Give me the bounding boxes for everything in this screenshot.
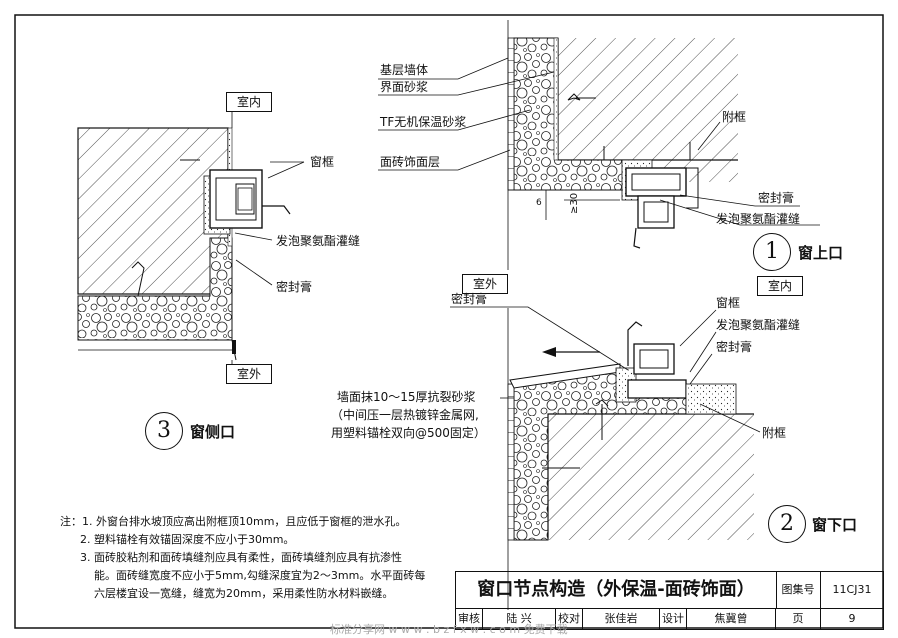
- detail-caption-3: 窗侧口: [190, 423, 236, 441]
- dim-30: ≥30: [569, 192, 580, 214]
- detail-number-3: 3: [145, 412, 183, 450]
- review-label: 审核: [456, 609, 483, 629]
- label-sub-frame-2: 附框: [762, 426, 787, 440]
- designer-name: 焦冀曾: [687, 609, 776, 629]
- label-window-frame-1: 窗框: [310, 155, 335, 169]
- detail-2-window-bottom: [450, 306, 761, 610]
- label-interface-mortar: 界面砂浆: [380, 80, 429, 94]
- indoor-label-right: 室内: [757, 276, 803, 296]
- label-window-frame-2: 窗框: [716, 296, 741, 310]
- label-sealant-4: 密封膏: [716, 340, 753, 354]
- note-line: 3. 面砖胶粘剂和面砖填缝剂应具有柔性，面砖填缝剂应具有抗渗性: [80, 551, 402, 564]
- check-label: 校对: [556, 609, 583, 629]
- label-sealant-1: 密封膏: [276, 280, 313, 294]
- checker-name: 张佳岩: [583, 609, 660, 629]
- label-base-wall: 基层墙体: [380, 63, 429, 77]
- drawing-title: 窗口节点构造（外保温-面砖饰面）: [456, 572, 777, 609]
- mortar-note-line-3: 用塑料锚栓双向@500固定）: [331, 426, 486, 440]
- note-line: 2. 塑料锚栓有效锚固深度不应小于30mm。: [80, 533, 295, 546]
- label-sub-frame-1: 附框: [722, 110, 747, 124]
- label-pu-foam-1: 发泡聚氨酯灌缝: [276, 234, 361, 248]
- indoor-label-left: 室内: [226, 92, 272, 112]
- label-pu-foam-2: 发泡聚氨酯灌缝: [716, 212, 801, 226]
- detail-caption-2: 窗下口: [812, 516, 858, 534]
- page-label: 页: [776, 609, 821, 629]
- reviewer-name: 陆 兴: [483, 609, 556, 629]
- detail-number-1: 1: [753, 233, 791, 271]
- note-line: 注：1. 外窗台排水坡顶应高出附框顶10mm，且应低于窗框的泄水孔。: [60, 515, 407, 528]
- mortar-note-line-1: 墙面抹10～15厚抗裂砂浆: [337, 390, 476, 404]
- page-number: 9: [848, 612, 856, 625]
- detail-3-window-side: [77, 112, 305, 374]
- detail-1-window-top: [378, 20, 820, 270]
- label-tf-mortar: TF无机保温砂浆: [380, 115, 467, 129]
- design-label: 设计: [660, 609, 687, 629]
- label-sealant-2: 密封膏: [758, 191, 795, 205]
- atlas-number: 11CJ31: [821, 572, 883, 609]
- mortar-note-line-2: （中间压一层热镀锌金属网,: [331, 408, 479, 422]
- outdoor-label-left: 室外: [226, 364, 272, 384]
- label-tile-layer: 面砖饰面层: [380, 155, 441, 169]
- label-pu-foam-3: 发泡聚氨酯灌缝: [716, 318, 801, 332]
- note-line: 六层楼宜设一宽缝，缝宽为20mm，采用柔性防水材料嵌缝。: [94, 587, 394, 600]
- watermark: 标准分享网 w w w . b z f x w . c o m 免费下载: [330, 623, 568, 636]
- dim-6: 6: [536, 198, 542, 208]
- detail-number-2: 2: [768, 505, 806, 543]
- title-block: 窗口节点构造（外保温-面砖饰面） 图集号 11CJ31 审核 陆 兴 校对 张佳…: [455, 571, 884, 630]
- detail-caption-1: 窗上口: [798, 244, 844, 262]
- label-sealant-3: 密封膏: [451, 292, 488, 306]
- atlas-label: 图集号: [776, 572, 821, 609]
- outdoor-label-right: 室外: [462, 274, 508, 294]
- note-line: 能。面砖缝宽度不应小于5mm,勾缝深度宜为2～3mm。水平面砖每: [94, 569, 426, 582]
- notes-block: 注：1. 外窗台排水坡顶应高出附框顶10mm，且应低于窗框的泄水孔。 2. 塑料…: [60, 513, 425, 603]
